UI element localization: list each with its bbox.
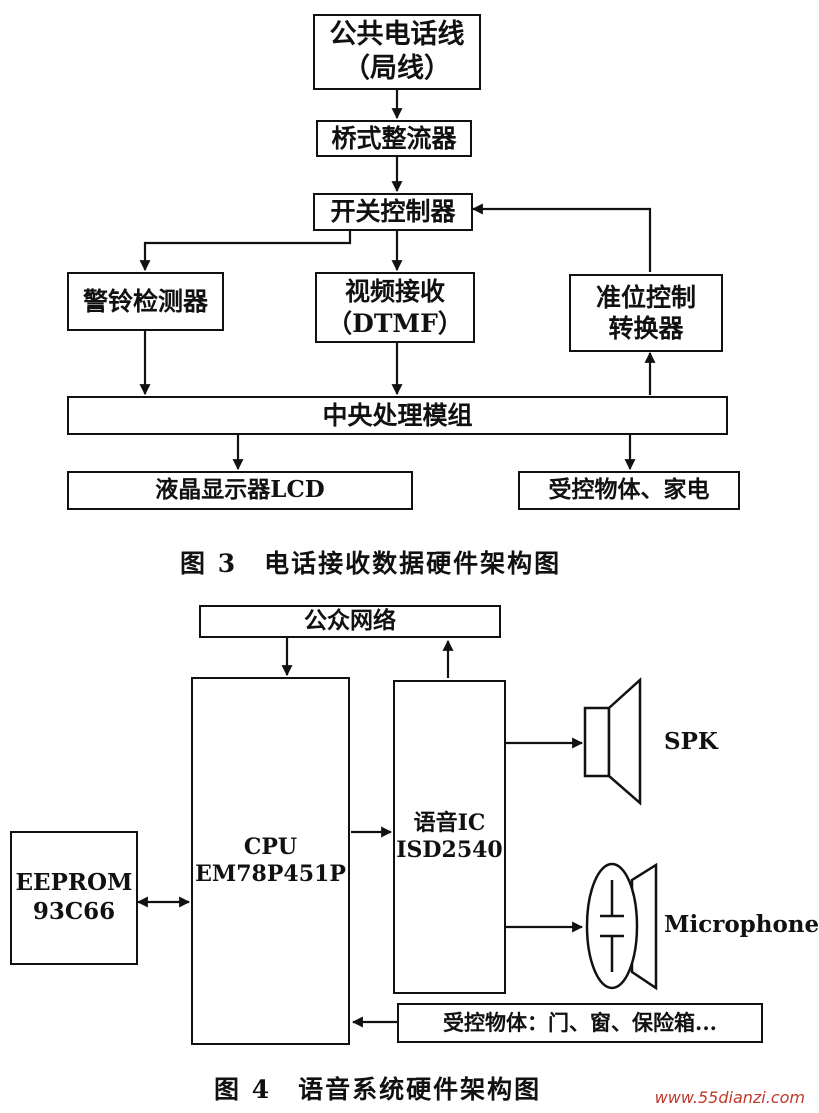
microphone-icon (585, 862, 658, 991)
voice-ic-model-label: ISD2540 (396, 837, 503, 863)
watermark-text: www.55dianzi.com (654, 1088, 805, 1107)
switch-controller-label: 开关控制器 (330, 197, 456, 227)
bridge-rectifier-label: 桥式整流器 (331, 123, 457, 153)
alarm-detector-label: 警铃检测器 (82, 286, 208, 316)
speaker-icon (583, 677, 642, 806)
cpu-label: CPU (243, 833, 298, 860)
cpu-model-label: EM78P451P (195, 861, 346, 887)
eeprom-model-label: 93C66 (32, 898, 116, 925)
public-network-label: 公众网络 (304, 607, 396, 635)
microphone-label: Microphone (664, 911, 819, 938)
bridge-rectifier-box: 桥式整流器 (316, 120, 472, 157)
cpu-box: CPU EM78P451P (191, 677, 350, 1045)
central-processing-module-label: 中央处理模组 (322, 400, 473, 430)
controlled-objects-label: 受控物体：门、窗、保险箱... (443, 1009, 717, 1035)
alarm-detector-box: 警铃检测器 (67, 272, 224, 331)
public-phone-line-label: 公共电话线 (329, 19, 465, 51)
figure3-caption: 图 3 电话接收数据硬件架构图 (180, 549, 562, 578)
voice-ic-label: 语音IC (413, 809, 486, 836)
public-phone-line-sublabel: （局线） (343, 53, 451, 84)
eeprom-label: EEPROM (15, 869, 133, 897)
spk-label: SPK (664, 728, 718, 755)
figure4-caption: 图 4 语音系统硬件架构图 (214, 1075, 542, 1104)
lcd-display-label: 液晶显示器LCD (155, 476, 325, 504)
arrow-level-to-switch (471, 203, 652, 272)
arrow-switch-to-alarm (139, 231, 352, 272)
dtmf-receiver-label: 视频接收 (344, 277, 445, 307)
public-network-box: 公众网络 (199, 605, 501, 638)
level-converter-sublabel: 转换器 (608, 314, 684, 343)
dtmf-receiver-sublabel: （DTMF） (327, 308, 463, 338)
controlled-appliances-box: 受控物体、家电 (518, 471, 740, 510)
public-phone-line-box: 公共电话线 （局线） (313, 14, 481, 90)
controlled-appliances-label: 受控物体、家电 (548, 476, 710, 504)
dtmf-receiver-box: 视频接收 （DTMF） (315, 272, 475, 343)
central-processing-module-box: 中央处理模组 (67, 396, 728, 435)
level-converter-label: 准位控制 (595, 282, 696, 312)
eeprom-box: EEPROM 93C66 (10, 831, 138, 965)
controlled-objects-box: 受控物体：门、窗、保险箱... (397, 1003, 763, 1043)
level-converter-box: 准位控制 转换器 (569, 274, 723, 352)
voice-ic-box: 语音IC ISD2540 (393, 680, 506, 994)
switch-controller-box: 开关控制器 (313, 193, 473, 231)
lcd-display-box: 液晶显示器LCD (67, 471, 413, 510)
